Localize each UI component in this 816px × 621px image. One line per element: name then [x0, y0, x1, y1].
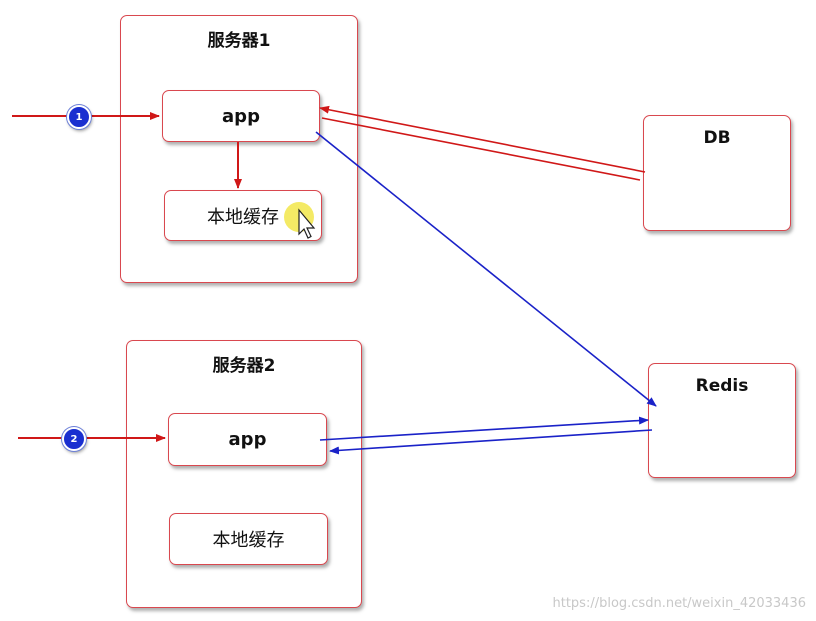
- server2-local-cache-label: 本地缓存: [212, 530, 285, 551]
- step1-badge: 1: [67, 105, 91, 129]
- step2-badge: 2: [62, 427, 86, 451]
- db-box: DB: [643, 115, 791, 231]
- server1-title: 服务器1: [207, 31, 271, 51]
- redis-to-app2-arrow: [329, 429, 653, 455]
- server2-app-label: app: [228, 429, 267, 450]
- server1-app-label: app: [222, 105, 260, 127]
- app1-to-redis-arrow: [315, 131, 657, 407]
- step2-badge-label: 2: [70, 433, 78, 445]
- db-to-app1-arrow: [319, 105, 646, 173]
- step1-badge-label: 1: [75, 111, 83, 123]
- server1-local-cache-box: 本地缓存: [164, 190, 322, 241]
- cursor-highlight-icon: [284, 202, 316, 239]
- redis-title: Redis: [695, 376, 749, 396]
- watermark: https://blog.csdn.net/weixin_42033436: [552, 596, 806, 611]
- app1-to-db-arrow: [321, 117, 641, 181]
- redis-box: Redis: [648, 363, 796, 478]
- app2-to-redis-arrow: [319, 416, 649, 441]
- server2-local-cache-box: 本地缓存: [169, 513, 328, 565]
- server2-app-box: app: [168, 413, 327, 466]
- server1-app-box: app: [162, 90, 320, 142]
- server1-local-cache-label: 本地缓存: [207, 206, 279, 228]
- db-title: DB: [703, 128, 731, 148]
- server2-title: 服务器2: [212, 356, 276, 376]
